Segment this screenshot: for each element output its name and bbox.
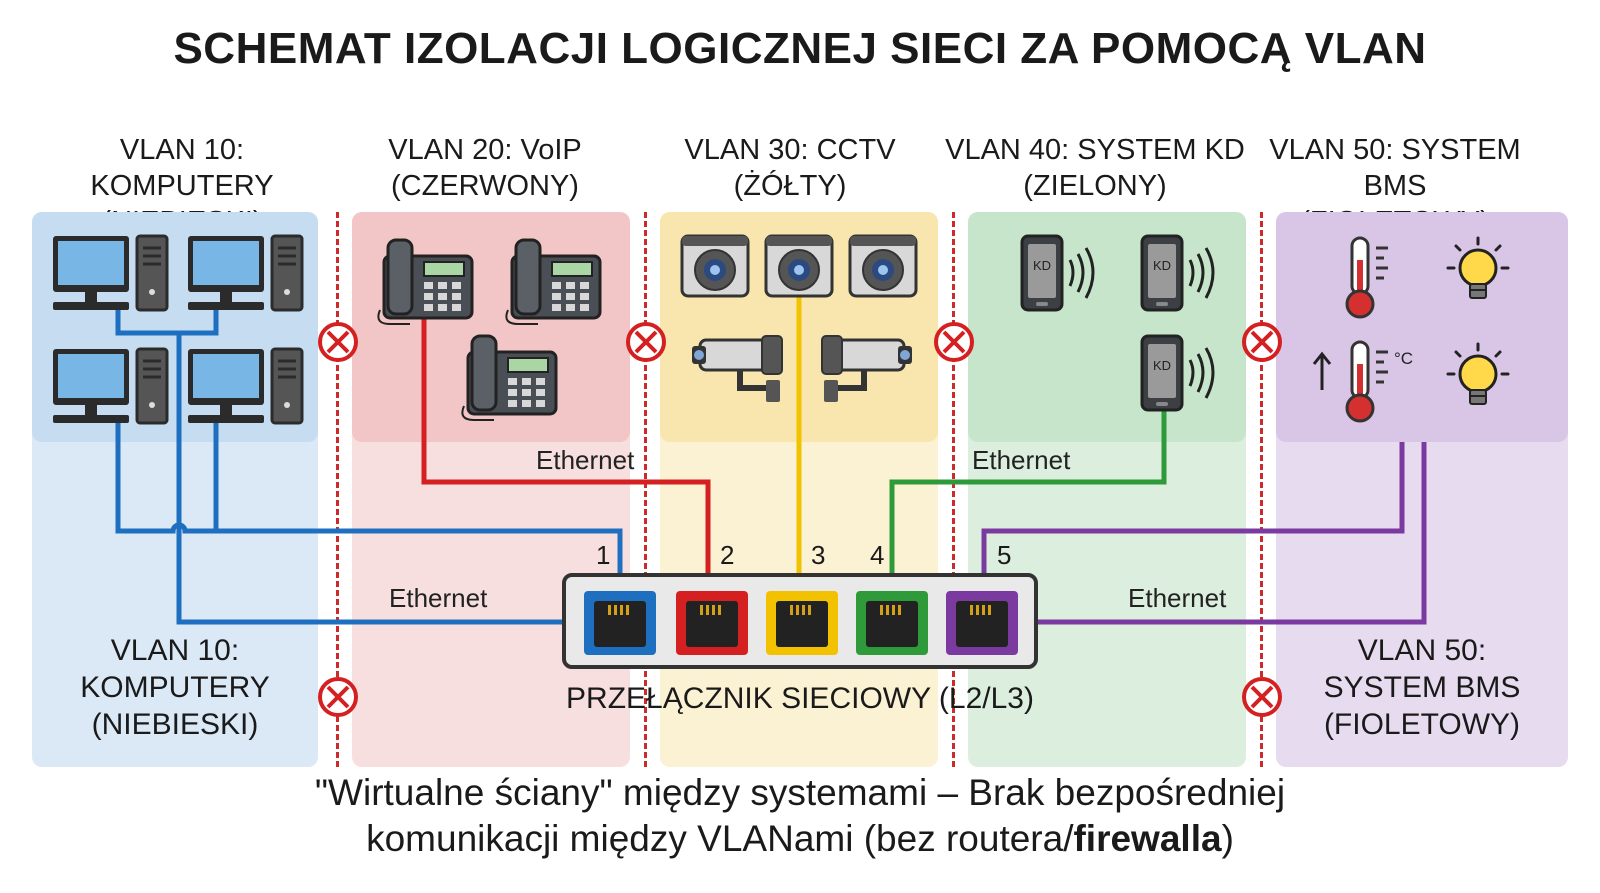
footer-caption-text: komunikacji między VLANami (bez routera/ bbox=[366, 818, 1074, 859]
light-bulb-icon bbox=[1446, 236, 1510, 300]
cable-label-vlan-20: Ethernet bbox=[536, 445, 635, 475]
vlan-10-zone-label-line: (NIEBIESKI) bbox=[91, 708, 259, 741]
vlan-50-zone-label-line: (FIOLETOWY) bbox=[1323, 708, 1521, 741]
switch-port-4 bbox=[856, 591, 928, 655]
access-reader-icon bbox=[1140, 334, 1215, 412]
vlan-10-zone-label: VLAN 10: KOMPUTERY (NIEBIESKI) bbox=[32, 632, 318, 743]
vlan-20-header: VLAN 20: VoIP (CZERWONY) bbox=[335, 132, 635, 204]
blocked-communication-icon bbox=[318, 677, 358, 717]
thermometer-icon bbox=[1345, 236, 1390, 319]
switch-label: PRZEŁĄCZNIK SIECIOWY (L2/L3) bbox=[566, 682, 1034, 715]
light-bulb-icon bbox=[1446, 342, 1510, 406]
dome-camera-icon bbox=[848, 234, 918, 298]
access-reader-icon bbox=[1020, 234, 1095, 312]
vlan-40-cable bbox=[889, 410, 1167, 573]
diagram-title: SCHEMAT IZOLACJI LOGICZNEJ SIECI ZA POMO… bbox=[173, 24, 1427, 73]
vlan-10-zone-label-line: KOMPUTERY bbox=[80, 671, 270, 704]
blocked-communication-icon bbox=[626, 322, 666, 362]
vlan-50-device-area bbox=[1276, 212, 1568, 442]
blocked-communication-icon bbox=[934, 322, 974, 362]
computer-icon bbox=[51, 347, 169, 425]
vlan-30-header-name: VLAN 30: CCTV bbox=[684, 134, 896, 166]
vlan-50-header-name: VLAN 50: SYSTEM BMS bbox=[1269, 134, 1521, 202]
cable-label-vlan-10: Ethernet bbox=[389, 583, 488, 613]
ethernet-port-icon bbox=[686, 601, 738, 647]
computer-icon bbox=[51, 234, 169, 312]
footer-caption-line-1: "Wirtualne ściany" między systemami – Br… bbox=[314, 772, 1286, 813]
switch-port-5 bbox=[946, 591, 1018, 655]
switch-port-1 bbox=[584, 591, 656, 655]
vlan-40-header-color: (ZIELONY) bbox=[1023, 170, 1167, 202]
ethernet-port-icon bbox=[866, 601, 918, 647]
vlan-10-cable bbox=[115, 307, 623, 625]
temperature-up-arrow-icon bbox=[1312, 351, 1332, 390]
virtual-wall-divider bbox=[644, 212, 647, 767]
footer-caption-emphasis: firewalla bbox=[1073, 818, 1222, 859]
vlan-20-cable bbox=[421, 314, 711, 573]
ethernet-port-icon bbox=[594, 601, 646, 647]
voip-phone-icon bbox=[504, 238, 602, 326]
vlan-30-header-color: (ŻÓŁTY) bbox=[733, 170, 847, 202]
switch-port-3 bbox=[766, 591, 838, 655]
port-number-4: 4 bbox=[870, 540, 885, 570]
vlan-40-header-name: VLAN 40: SYSTEM KD bbox=[945, 134, 1245, 166]
kd-label: KD bbox=[1033, 258, 1051, 273]
vlan-40-header: VLAN 40: SYSTEM KD (ZIELONY) bbox=[945, 132, 1245, 204]
kd-label: KD bbox=[1153, 258, 1171, 273]
ethernet-port-icon bbox=[956, 601, 1008, 647]
vlan-50-cable bbox=[981, 442, 1427, 625]
switch-port-2 bbox=[676, 591, 748, 655]
port-number-2: 2 bbox=[720, 540, 735, 570]
cable-label-vlan-40: Ethernet bbox=[972, 445, 1071, 475]
virtual-wall-divider bbox=[1260, 212, 1263, 767]
footer-caption-line-2: komunikacji między VLANami (bez routera/… bbox=[0, 816, 1600, 862]
vlan-40-device-area bbox=[968, 212, 1246, 442]
vlan-50-zone-label-line: VLAN 50: bbox=[1357, 634, 1487, 667]
virtual-wall-divider bbox=[952, 212, 955, 767]
bullet-camera-icon bbox=[822, 336, 912, 402]
cable-label-vlan-50: Ethernet bbox=[1128, 583, 1227, 613]
computer-icon bbox=[186, 347, 304, 425]
virtual-wall-divider bbox=[336, 212, 339, 767]
vlan-10-header-name: VLAN 10: KOMPUTERY bbox=[90, 134, 274, 202]
footer-caption-text: ) bbox=[1221, 818, 1234, 859]
dome-camera-icon bbox=[764, 234, 834, 298]
ethernet-port-icon bbox=[776, 601, 828, 647]
bullet-camera-icon bbox=[692, 336, 782, 402]
dome-camera-icon bbox=[680, 234, 750, 298]
voip-phone-icon bbox=[460, 334, 558, 422]
port-number-5: 5 bbox=[997, 540, 1012, 570]
thermometer-icon bbox=[1345, 340, 1390, 423]
vlan-50-zone-label-line: SYSTEM BMS bbox=[1323, 671, 1521, 704]
vlan-30-header: VLAN 30: CCTV (ŻÓŁTY) bbox=[640, 132, 940, 204]
blocked-communication-icon bbox=[1242, 322, 1282, 362]
access-reader-icon bbox=[1140, 234, 1215, 312]
kd-label: KD bbox=[1153, 358, 1171, 373]
blocked-communication-icon bbox=[318, 322, 358, 362]
vlan-20-header-color: (CZERWONY) bbox=[391, 170, 579, 202]
blocked-communication-icon bbox=[1242, 677, 1282, 717]
vlan-50-zone-label: VLAN 50: SYSTEM BMS (FIOLETOWY) bbox=[1276, 632, 1568, 743]
voip-phone-icon bbox=[376, 238, 474, 326]
computer-icon bbox=[186, 234, 304, 312]
network-switch bbox=[562, 573, 1038, 669]
port-number-1: 1 bbox=[596, 540, 611, 570]
celsius-label: °C bbox=[1394, 349, 1413, 368]
vlan-20-header-name: VLAN 20: VoIP bbox=[388, 134, 582, 166]
port-number-3: 3 bbox=[811, 540, 826, 570]
vlan-10-zone-label-line: VLAN 10: bbox=[110, 634, 240, 667]
